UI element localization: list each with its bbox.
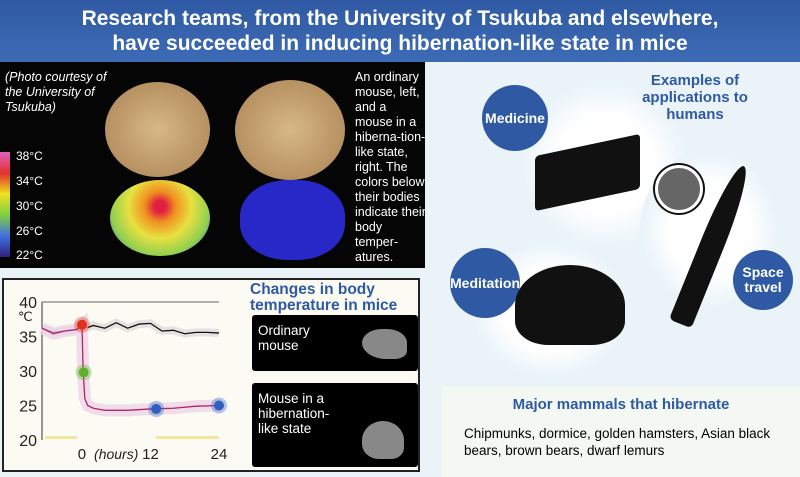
series-band (39, 312, 220, 417)
photo-credit: (Photo courtesy of the University of Tsu… (5, 70, 107, 114)
x-tick-label: 12 (142, 446, 159, 463)
series-line-hibernating (41, 323, 220, 411)
scale-label: 22°C (16, 248, 43, 262)
meditating-person-icon (515, 265, 625, 345)
hibernating-mouse-photo (235, 80, 345, 180)
night-bar (45, 436, 77, 439)
headline-line-1: Research teams, from the University of T… (81, 7, 719, 30)
applications-title: Examples of applications to humans (642, 72, 748, 123)
headline-line-2: have succeeded in inducing hibernation-l… (112, 32, 688, 55)
hibernating-label-text: Mouse in a hibernation-like state (258, 391, 330, 436)
y-tick-label: 20 (19, 433, 37, 450)
data-marker (78, 367, 89, 378)
temperature-chart: 40 35 30 25 20 ℃ 0 12 24 (hours) (18, 295, 228, 463)
hibernating-mouse-label: Mouse in a hibernation-like state (252, 383, 418, 467)
ordinary-mouse-label: Ordinary mouse (252, 315, 418, 371)
y-tick-label: 35 (19, 330, 37, 347)
data-marker (151, 403, 162, 414)
sleeping-mouse-icon (362, 421, 404, 459)
temperature-color-scale (0, 152, 10, 257)
thermal-photo: (Photo courtesy of the University of Tsu… (0, 62, 425, 268)
tag-meditation: Meditation (450, 248, 520, 318)
body-temperature-chart-panel: 40 35 30 25 20 ℃ 0 12 24 (hours) Changes in body … (2, 278, 420, 472)
y-axis-unit: ℃ (18, 309, 33, 324)
chart-title: Changes in body temperature in mice (250, 281, 398, 314)
headline: Research teams, from the University of T… (0, 0, 800, 62)
x-tick-label: 0 (78, 446, 86, 463)
mammals-list: Chipmunks, dormice, golden hamsters, Asi… (464, 426, 771, 458)
y-tick-label: 30 (19, 364, 37, 381)
ordinary-label-text: Ordinary mouse (258, 323, 310, 353)
thermal-image-hibernating (240, 180, 345, 260)
tag-medicine: Medicine (482, 85, 548, 151)
mouse-icon (362, 329, 407, 359)
data-marker (76, 319, 87, 330)
thermal-image-ordinary (110, 180, 210, 256)
mammals-title: Major mammals that hibernate (512, 396, 730, 413)
x-tick-label: 24 (211, 446, 228, 463)
scale-label: 30°C (16, 199, 43, 213)
x-axis-label: (hours) (94, 446, 138, 462)
photo-caption: An ordinary mouse, left, and a mouse in … (355, 70, 425, 264)
sleeping-face-icon (655, 165, 703, 213)
scale-label: 34°C (16, 174, 43, 188)
y-tick-label: 40 (19, 295, 37, 312)
y-tick-label: 25 (19, 399, 37, 416)
hibernating-mammals-box: Major mammals that hibernate Chipmunks, … (442, 386, 800, 477)
tag-space-travel: Space travel (733, 250, 793, 310)
data-marker (214, 400, 224, 411)
scale-label: 38°C (16, 149, 43, 163)
scale-label: 26°C (16, 224, 43, 238)
night-bar (156, 436, 219, 439)
ordinary-mouse-photo (105, 82, 210, 177)
